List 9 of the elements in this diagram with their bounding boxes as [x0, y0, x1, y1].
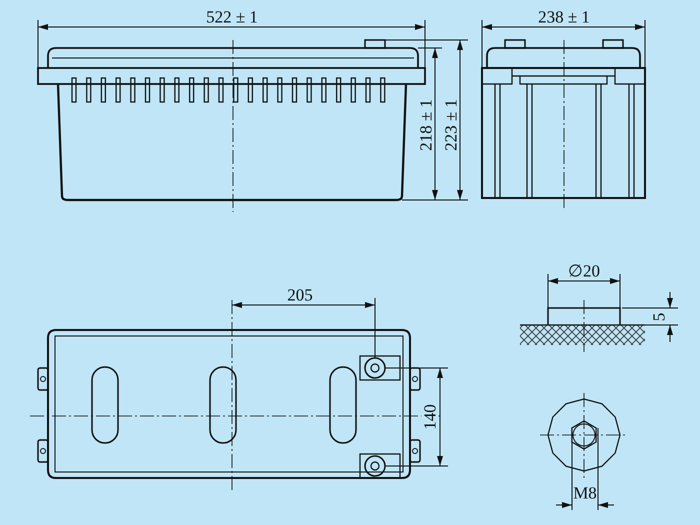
dimension-label: 223 ± 1: [442, 99, 460, 151]
dimension-label: 140: [422, 404, 438, 430]
dimension-label: 218 ± 1: [418, 99, 434, 151]
dimension-label: ∅20: [568, 262, 600, 280]
dimension-label: 238 ± 1: [538, 8, 590, 26]
dimension-label: 5: [650, 312, 668, 322]
dimension-label: 205: [287, 286, 313, 304]
dimension-label: 522 ± 1: [206, 8, 258, 26]
dimension-label: M8: [573, 484, 597, 502]
